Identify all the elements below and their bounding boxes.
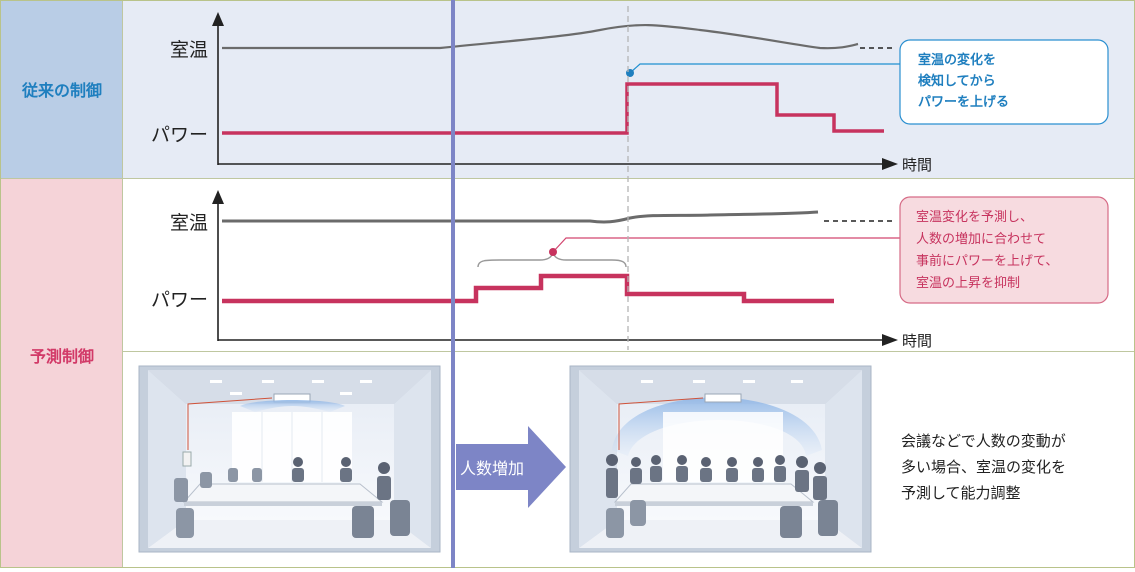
predictive-chart: 時間 室温 パワー 室温変化を予測し、 人数の増加に合わせて 事前にパワーを上げ… xyxy=(151,190,1109,350)
description-line-3: 予測して能力調整 xyxy=(901,484,1021,502)
callout-top-line-3: パワーを上げる xyxy=(918,94,1009,110)
temp-axis-label: 室温 xyxy=(170,39,208,61)
x-axis-arrow xyxy=(882,334,898,346)
power-axis-label: パワー xyxy=(151,289,208,311)
y-axis-arrow xyxy=(212,190,224,204)
time-axis-label: 時間 xyxy=(902,156,932,174)
predictive-label: 予測制御 xyxy=(30,347,94,366)
callout-top-box xyxy=(899,39,1109,125)
callout-bottom-line-2: 人数の増加に合わせて xyxy=(916,232,1046,247)
callout-bottom-box xyxy=(899,196,1109,304)
power-line xyxy=(222,273,834,304)
callout-top-leader xyxy=(629,63,900,74)
meeting-room-many-people xyxy=(569,365,872,553)
conventional-label: 従来の制御 xyxy=(21,81,102,100)
time-axis-label: 時間 xyxy=(902,332,932,350)
temp-line xyxy=(222,23,859,50)
callout-top-line-1: 室温の変化を xyxy=(918,52,996,68)
conventional-label-cell xyxy=(1,1,122,178)
people-increase-arrow: 人数増加 xyxy=(456,426,566,508)
callout-bottom-line-4: 室温の上昇を抑制 xyxy=(916,275,1020,291)
predictive-label-cell xyxy=(1,179,122,567)
callout-bottom-line-3: 事前にパワーを上げて、 xyxy=(916,253,1058,269)
x-axis-arrow xyxy=(882,158,898,170)
callout-top-line-2: 検知してから xyxy=(918,73,996,89)
meeting-room-few-people xyxy=(138,365,441,553)
callout-bottom-dot xyxy=(549,248,557,256)
temp-axis-label: 室温 xyxy=(170,212,208,234)
conventional-chart: 時間 室温 パワー 室温の変化を 検知してから パワーを上げる xyxy=(151,12,1109,174)
description-line-1: 会議などで人数の変動が xyxy=(901,432,1066,450)
people-increase-label: 人数増加 xyxy=(460,459,524,478)
description-line-2: 多い場合、室温の変化を xyxy=(901,458,1066,476)
callout-bottom-leader xyxy=(552,237,900,253)
callout-bottom-line-1: 室温変化を予測し、 xyxy=(916,209,1033,225)
temp-line xyxy=(222,210,819,224)
y-axis-arrow xyxy=(212,12,224,26)
power-axis-label: パワー xyxy=(151,124,208,146)
callout-top-dot xyxy=(626,69,634,77)
power-line xyxy=(222,82,884,135)
